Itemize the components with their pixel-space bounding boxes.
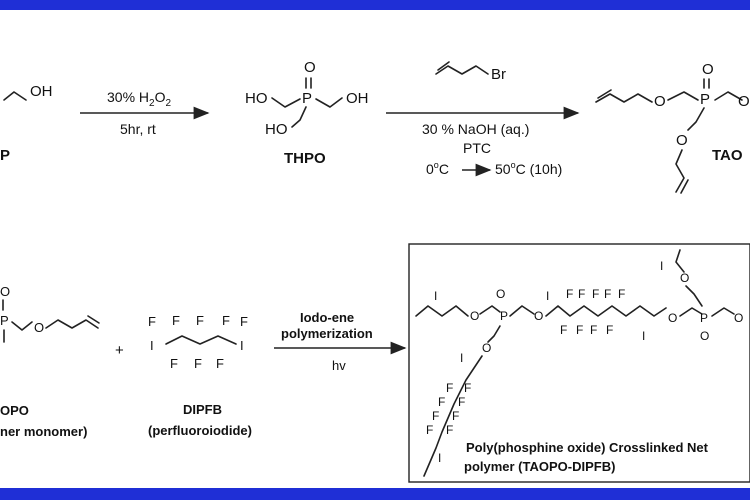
monomer-label1: OPO <box>0 403 29 418</box>
step3-line3: hv <box>332 358 346 373</box>
svg-text:F: F <box>194 356 202 371</box>
svg-text:F: F <box>438 395 445 409</box>
svg-text:F: F <box>216 356 224 371</box>
svg-text:F: F <box>604 287 611 301</box>
svg-text:F: F <box>432 409 439 423</box>
thpo-label: THPO <box>284 150 326 167</box>
taopo-monomer: O P O OPO ner monomer) <box>0 284 100 439</box>
svg-text:F: F <box>590 323 597 337</box>
svg-text:F: F <box>566 287 573 301</box>
thpo-molecule: O P HO OH HO THPO <box>245 59 369 167</box>
reaction-step-3: Iodo-ene polymerization hv <box>274 310 407 373</box>
step2-line2: PTC <box>463 140 491 156</box>
dipfb-i-left: I <box>150 338 154 353</box>
svg-text:O: O <box>482 341 491 355</box>
thpo-oh1: HO <box>245 90 268 107</box>
blue-frame-bottom <box>0 488 750 500</box>
plus-sign: + <box>115 342 124 359</box>
polymer-box: I O O P O I F F F F F F F F F I O P O O … <box>408 243 750 483</box>
svg-text:O: O <box>534 309 543 323</box>
svg-text:O: O <box>470 309 479 323</box>
reactant-label: P <box>0 147 10 164</box>
svg-text:F: F <box>172 313 180 328</box>
polymer-label1: Poly(phosphine oxide) Crosslinked Net <box>466 440 709 455</box>
svg-text:O: O <box>734 311 743 325</box>
svg-text:I: I <box>642 329 645 343</box>
step2-line3-end: 50oC (10h) <box>495 160 562 177</box>
svg-text:F: F <box>196 313 204 328</box>
svg-text:F: F <box>578 287 585 301</box>
svg-text:F: F <box>446 381 453 395</box>
svg-text:P: P <box>700 311 708 325</box>
svg-text:F: F <box>446 423 453 437</box>
taopo-o1: O <box>654 93 666 110</box>
svg-text:O: O <box>496 287 505 301</box>
dipfb-molecule: I I F F F F F F F F DIPFB (perfluoroiodi… <box>148 313 252 438</box>
dipfb-label: DIPFB <box>183 402 222 417</box>
svg-text:F: F <box>148 314 156 329</box>
step1-reagent: 30% H2O2 <box>107 89 171 109</box>
thpo-oh3: HO <box>265 121 288 138</box>
step1-conditions: 5hr, rt <box>120 121 156 137</box>
svg-text:F: F <box>240 314 248 329</box>
svg-text:F: F <box>592 287 599 301</box>
step2-line3: 0oC <box>426 160 449 177</box>
allyl-bromide-br: Br <box>491 66 506 83</box>
svg-text:I: I <box>460 351 463 365</box>
reactant-left-fragment: OH P <box>0 83 53 164</box>
monomer-p: P <box>0 313 9 328</box>
step2-line1: 30 % NaOH (aq.) <box>422 121 529 137</box>
svg-text:F: F <box>464 381 471 395</box>
reaction-step-1: 30% H2O2 5hr, rt <box>80 89 210 137</box>
svg-text:O: O <box>700 329 709 343</box>
taopo-o2: O <box>738 93 750 110</box>
svg-text:F: F <box>222 313 230 328</box>
monomer-o: O <box>0 284 10 299</box>
reaction-step-2: Br 30 % NaOH (aq.) PTC 0oC 50oC (10h) <box>386 61 580 177</box>
taopo-molecule-top: O O P O O TAO <box>595 61 750 194</box>
thpo-oh2: OH <box>346 90 369 107</box>
svg-text:P: P <box>500 309 508 323</box>
svg-text:I: I <box>660 259 663 273</box>
taopo-o3: O <box>676 132 688 149</box>
taopo-o-top: O <box>702 61 714 78</box>
svg-text:I: I <box>434 289 437 303</box>
blue-frame-top <box>0 0 750 10</box>
thpo-p: P <box>302 90 312 107</box>
svg-text:F: F <box>576 323 583 337</box>
polymer-label2: polymer (TAOPO-DIPFB) <box>464 459 615 474</box>
monomer-label2: ner monomer) <box>0 424 87 439</box>
svg-text:F: F <box>426 423 433 437</box>
thpo-o: O <box>304 59 316 76</box>
dipfb-sublabel: (perfluoroiodide) <box>148 423 252 438</box>
taopo-p: P <box>700 91 710 108</box>
taopo-label: TAO <box>712 147 743 164</box>
svg-text:F: F <box>606 323 613 337</box>
reactant-oh: OH <box>30 83 53 100</box>
svg-text:F: F <box>170 356 178 371</box>
svg-text:O: O <box>668 311 677 325</box>
svg-text:I: I <box>438 451 441 465</box>
svg-text:O: O <box>680 271 689 285</box>
step3-line1: Iodo-ene <box>300 310 354 325</box>
svg-text:F: F <box>560 323 567 337</box>
dipfb-i-right: I <box>240 338 244 353</box>
svg-text:I: I <box>546 289 549 303</box>
svg-text:F: F <box>458 395 465 409</box>
svg-text:F: F <box>618 287 625 301</box>
step3-line2: polymerization <box>281 326 373 341</box>
svg-text:F: F <box>452 409 459 423</box>
monomer-o2: O <box>34 320 44 335</box>
